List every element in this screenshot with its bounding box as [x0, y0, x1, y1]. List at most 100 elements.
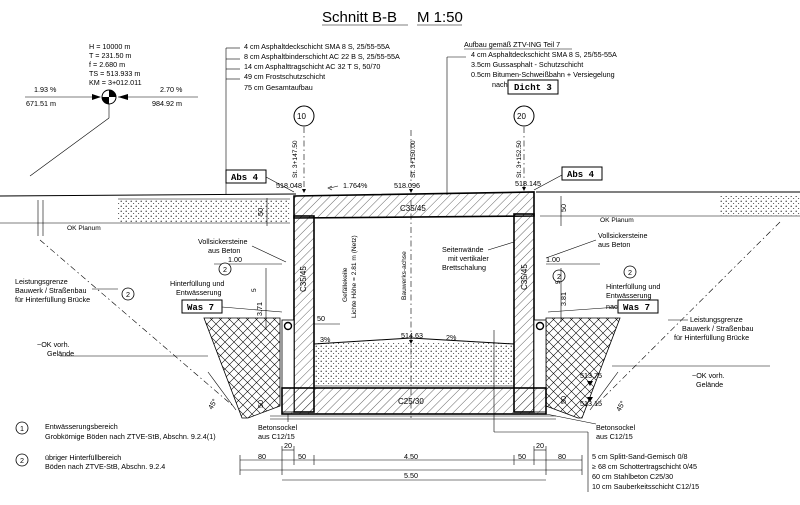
dim-100-right: 1.00	[546, 255, 560, 264]
ok-planum-left: OK Planum	[67, 225, 101, 232]
vollsicker-right-1: Vollsickersteine	[598, 231, 648, 240]
hinterfuellung-left-1: Hinterfüllung und	[170, 279, 224, 288]
deg45-left: 45°	[206, 397, 219, 411]
base-slab	[281, 387, 547, 415]
abs-left-box	[225, 169, 267, 184]
dim-20-right: 20	[536, 441, 544, 450]
legend-2-line1: übriger Hinterfüllbereich	[45, 453, 121, 462]
param-t: T = 231.50 m	[89, 51, 131, 60]
base-layer-3: 60 cm Stahlbeton C25/30	[592, 472, 673, 481]
base-layer-4: 10 cm Sauberkeitsschicht C12/15	[592, 482, 699, 491]
road-layer-4: 49 cm Frostschutzschicht	[244, 72, 325, 81]
dim-50-b-left: 50	[298, 452, 306, 461]
betonsockel-left-1: Betonsockel	[258, 423, 298, 432]
marker-20-icon	[513, 105, 535, 127]
right-annotations: Vollsickersteine aus Beton 1.00 50 2 3.8…	[545, 196, 754, 413]
drain-pipe-left-icon	[283, 321, 293, 331]
leistungsgrenze-right-3: für Hinterfüllung Brücke	[674, 333, 749, 342]
station-left: St. 3+147.50	[292, 140, 299, 178]
base-layer-1: 5 cm Splitt-Sand-Gemisch 0/8	[592, 452, 687, 461]
road-parameters: H = 10000 m T = 231.50 m f = 2.680 m TS …	[89, 42, 142, 87]
param-ts: TS = 513.933 m	[89, 69, 140, 78]
hinterfuellung-right-3: nach	[606, 302, 622, 311]
elev-right: 518.145	[515, 179, 541, 188]
station-mid: St. 3+150.00	[410, 140, 417, 178]
param-km: KM = 3+012.011	[89, 78, 142, 87]
seitenwaende-3: Brettschalung	[442, 263, 486, 272]
title-block: Schnitt B-B M 1:50	[322, 9, 463, 26]
channel-fill	[314, 342, 514, 386]
leistungsgrenze-right-2: Bauwerk / Straßenbau	[682, 324, 754, 333]
abs-right-box	[561, 166, 603, 181]
left-annotations: Vollsickersteine aus Beton 1.00 50 2 Hin…	[15, 198, 340, 411]
dim-450: 4.50	[404, 452, 418, 461]
road-layer-1: 4 cm Asphaltdeckschicht SMA 8 S, 25/55-5…	[244, 42, 390, 51]
leistungsgrenze-left-2: Bauwerk / Straßenbau	[15, 286, 87, 295]
seitenwaende-1: Seitenwände	[442, 245, 484, 254]
abs-left-label: Abs 4	[231, 173, 259, 183]
top-annotations: Abs 4 Abs 4 518.048 518.096 518.145 1.76…	[225, 166, 603, 193]
floor-elev: 514.63	[401, 331, 423, 340]
dim-50-b-right: 50	[518, 452, 526, 461]
base-layer-2: ≥ 68 cm Schottertragschicht 0/45	[592, 462, 697, 471]
elev-right-low2: 513.15	[580, 399, 602, 408]
bridge-layer-1: 4 cm Asphaltdeckschicht SMA 8 S, 25/55-5…	[471, 50, 617, 59]
ground-lines: OK Planum OK Planum	[0, 191, 800, 236]
marker-20-label: 20	[517, 112, 526, 121]
vollsicker-right-2: aus Beton	[598, 240, 630, 249]
dim-381-sup: 5	[555, 280, 562, 284]
dim-20-left: 20	[284, 441, 292, 450]
bridge-nach: nach	[492, 80, 508, 89]
deck-slope: 1.764%	[343, 181, 368, 190]
slope-right-pct: 2.70 %	[160, 85, 183, 94]
legend-1-num: 1	[20, 424, 24, 433]
dim-50-mid: 50	[317, 314, 325, 323]
ok-vorh-right-1: ~OK vorh.	[692, 371, 725, 380]
was7-left-box	[181, 299, 223, 314]
base-concrete: C25/30	[398, 397, 424, 406]
legend-2-line2: Böden nach ZTVE-StB, Abschn. 9.2.4	[45, 462, 165, 471]
marker-10-icon	[293, 105, 315, 127]
road-total: 75 cm Gesamtaufbau	[244, 83, 313, 92]
elev-mid: 518.096	[394, 181, 420, 190]
base-build-up: 5 cm Splitt-Sand-Gemisch 0/8 ≥ 68 cm Sch…	[493, 330, 699, 492]
hinterfuellung-left-2: Entwässerung	[176, 288, 222, 297]
slope-right-dist: 984.92 m	[152, 99, 182, 108]
was7-right-label: Was 7	[623, 303, 650, 313]
legend-2-num: 2	[20, 456, 24, 465]
slope-left-dist: 671.51 m	[26, 99, 56, 108]
gefaellekeile: Gefällekeile	[342, 267, 349, 302]
betonsockel-right-2: aus C12/15	[596, 432, 633, 441]
bridge-layer-3: 0.5cm Bitumen-Schweißbahn + Versiegelung	[471, 70, 615, 79]
dim-50-left-top: 50	[256, 208, 265, 216]
zone2-right-num-b: 2	[628, 268, 632, 277]
legend: 1 Entwässerungsbereich Grobkörnige Böden…	[15, 421, 216, 471]
dim-50-right-top: 50	[559, 204, 568, 212]
vollsicker-left-2: aus Beton	[208, 246, 240, 255]
dim-80-left: 80	[258, 452, 266, 461]
section-title: Schnitt B-B	[322, 9, 397, 26]
wall-left	[293, 215, 315, 413]
abs-right-label: Abs 4	[567, 170, 595, 180]
elev-left: 518.048	[276, 181, 302, 190]
deg45-right: 45°	[614, 399, 627, 413]
zone2-left-num: 2	[223, 265, 227, 274]
seitenwaende-2: mit vertikaler	[448, 254, 489, 263]
pct-2: 2%	[446, 333, 457, 342]
wall-right-concrete: C35/45	[520, 264, 529, 290]
legend-2-icon	[15, 453, 29, 467]
bridge-structure	[270, 191, 556, 420]
dicht-label: Dicht 3	[514, 83, 552, 93]
marker-10-label: 10	[297, 112, 306, 121]
was7-right-box	[617, 299, 659, 314]
station-markers: 10 20 St. 3+147.50 St. 3+150.00 St. 3+15…	[292, 105, 535, 190]
slope-indicator: 1.93 % 671.51 m 2.70 % 984.92 m	[25, 85, 198, 177]
ok-vorh-left-2: Gelände	[47, 349, 74, 358]
station-right: St. 3+152.50	[516, 140, 523, 178]
backfill-left	[203, 317, 281, 419]
bottom-dimensions: 20 20 80 50 4.50 50 80 5.50	[239, 441, 583, 481]
leistungsgrenze-left-3: für Hinterfüllung Brücke	[15, 295, 90, 304]
legend-1-line2: Grobkörnige Böden nach ZTVE-StB, Abschn.…	[45, 432, 216, 441]
ok-vorh-left-1: ~OK vorh.	[37, 340, 70, 349]
